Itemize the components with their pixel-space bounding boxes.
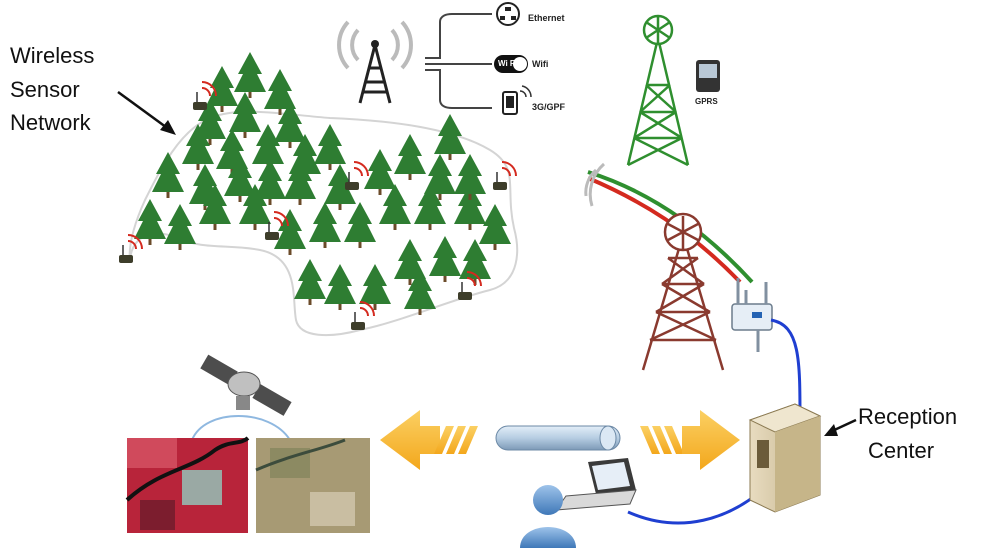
data-pipe-icon xyxy=(495,425,621,451)
radio-link-red xyxy=(587,176,742,284)
tree-icon xyxy=(359,264,391,310)
tree-icon xyxy=(324,164,356,210)
satellite-image-true-color xyxy=(255,438,370,533)
green-tower-icon xyxy=(626,14,690,167)
tree-icon xyxy=(229,92,261,138)
red-tower-icon xyxy=(641,212,725,371)
tree-icon xyxy=(424,154,456,200)
wsn-label-line1: Wireless xyxy=(10,43,95,68)
ethernet-label: Ethernet xyxy=(528,13,565,23)
sensor-node-icon xyxy=(351,301,375,330)
satellite-image-false-color xyxy=(125,436,250,533)
tree-icon xyxy=(152,152,184,198)
sensor-node-icon xyxy=(493,161,517,190)
wifi-logo-text: Wi Fi xyxy=(498,59,518,68)
network-cable xyxy=(627,483,770,525)
network-cable xyxy=(770,318,802,421)
antenna-tower-icon xyxy=(337,20,413,104)
tree-icon xyxy=(324,264,356,310)
sensor-node-icon xyxy=(119,234,143,263)
wifi-label: Wifi xyxy=(532,59,549,69)
tree-icon xyxy=(274,209,306,255)
tree-icon xyxy=(394,134,426,180)
sensor-node-icon xyxy=(345,161,369,190)
ethernet-icon xyxy=(496,2,520,26)
left-arrow-icon xyxy=(380,410,478,470)
tree-icon xyxy=(454,154,486,200)
tree-icon xyxy=(459,239,491,285)
sensor-node-icon xyxy=(265,211,289,240)
laptop-icon xyxy=(554,458,637,511)
right-arrow-icon xyxy=(640,410,740,470)
access-point-icon xyxy=(731,278,773,352)
sensor-node-icon xyxy=(458,271,482,300)
tree-icon xyxy=(364,149,396,195)
tree-icon xyxy=(284,159,316,205)
server-icon xyxy=(748,403,822,513)
tree-icon xyxy=(206,66,238,112)
tree-icon xyxy=(264,69,296,115)
gprs-phone-icon xyxy=(696,60,720,92)
tree-icon xyxy=(479,204,511,250)
tree-icon xyxy=(414,184,446,230)
tree-icon xyxy=(182,124,214,170)
tree-icon xyxy=(194,99,226,145)
tree-icon xyxy=(434,114,466,160)
tree-icon xyxy=(404,269,436,315)
tree-icon xyxy=(239,184,271,230)
tree-icon xyxy=(199,184,231,230)
tree-icon xyxy=(454,184,486,230)
satellite-icon xyxy=(191,354,292,441)
connectivity-bracket xyxy=(425,13,492,109)
tree-icon xyxy=(254,159,286,205)
tree-icon xyxy=(294,259,326,305)
user-icon xyxy=(520,485,576,548)
sensor-node-icon xyxy=(193,81,217,110)
tree-icon xyxy=(164,204,196,250)
radio-link-green xyxy=(587,170,754,284)
tree-icon xyxy=(234,52,266,98)
tree-icon xyxy=(344,202,376,248)
tree-icon xyxy=(309,202,341,248)
tree-icon xyxy=(379,184,411,230)
tree-icon xyxy=(314,124,346,170)
cellphone-icon xyxy=(502,85,532,115)
rc-label-line2: Center xyxy=(868,438,935,463)
forest xyxy=(134,52,511,315)
tree-icon xyxy=(429,236,461,282)
gprs-label: GPRS xyxy=(695,97,718,106)
sensor-nodes xyxy=(119,81,517,330)
tree-icon xyxy=(394,239,426,285)
tree-icon xyxy=(134,199,166,245)
wsn-label-line3: Network xyxy=(10,110,91,135)
tree-icon xyxy=(274,102,306,148)
wifi-icon xyxy=(494,55,528,73)
tree-icon xyxy=(224,156,256,202)
rc-label-line1: Reception xyxy=(858,404,958,429)
wsn-label-line2: Sensor xyxy=(10,77,80,102)
cellular-label: 3G/GPF xyxy=(532,102,566,112)
wsn-callout-arrow xyxy=(117,90,171,132)
